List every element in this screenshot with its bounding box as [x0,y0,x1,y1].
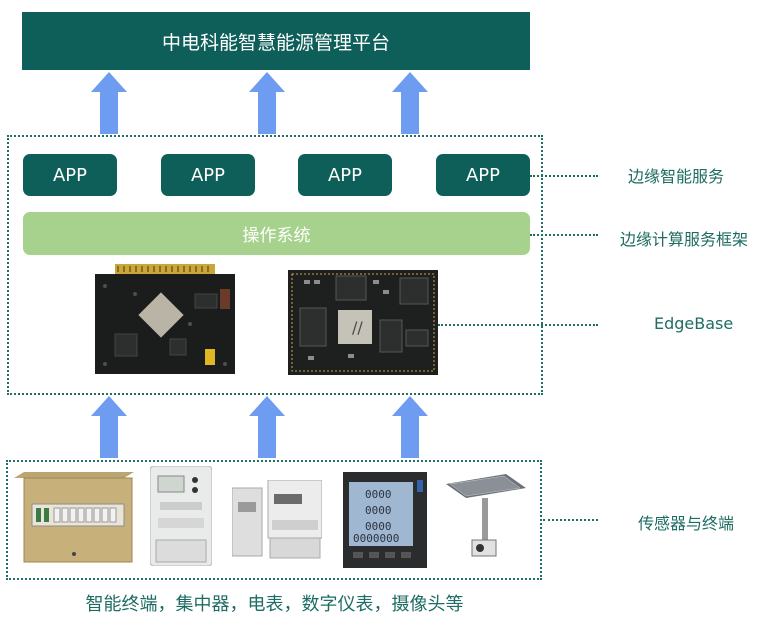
os-bar: 操作系统 [23,212,530,255]
app-label: APP [52,164,88,186]
app-block-2: APP [161,154,255,196]
up-arrow-icon [392,72,428,134]
app-block-3: APP [298,154,392,196]
din-rail-meter-image [231,479,323,564]
up-arrow-icon [249,396,285,458]
distribution-box-image [14,472,136,568]
app-block-1: APP [23,154,117,196]
up-arrow-icon [91,72,127,134]
os-label: 操作系统 [242,226,311,246]
edge-layer-box [7,135,543,395]
connector-line [530,234,598,236]
connector-line [543,519,598,521]
app-label: APP [327,164,363,186]
sensor-layer-box [6,460,542,580]
svg-text://: // [352,318,363,337]
platform-title: 中电科能智慧能源管理平台 [161,31,390,54]
svg-text:0000: 0000 [365,520,392,533]
smart-meter-image [149,465,213,570]
core-module-image: // [288,270,438,379]
app-label: APP [190,164,226,186]
app-block-4: APP [436,154,530,196]
up-arrow-icon [249,72,285,134]
label-edge-service: 边缘智能服务 [628,167,725,186]
up-arrow-icon [91,396,127,458]
connector-line [438,324,598,326]
label-edge-framework: 边缘计算服务框架 [620,230,749,249]
svg-text:0000000: 0000000 [353,532,399,545]
devices-caption: 智能终端，集中器，电表，数字仪表，摄像头等 [85,594,464,615]
app-label: APP [465,164,501,186]
label-edgebase: EdgeBase [654,314,734,333]
solar-sensor-image [446,474,526,568]
label-sensors: 传感器与终端 [638,514,735,533]
svg-text:0000: 0000 [365,504,392,517]
circuit-board-image [95,264,235,378]
platform-banner: 中电科能智慧能源管理平台 [22,12,530,70]
svg-text:0000: 0000 [365,488,392,501]
connector-line [530,175,598,177]
up-arrow-icon [392,396,428,458]
